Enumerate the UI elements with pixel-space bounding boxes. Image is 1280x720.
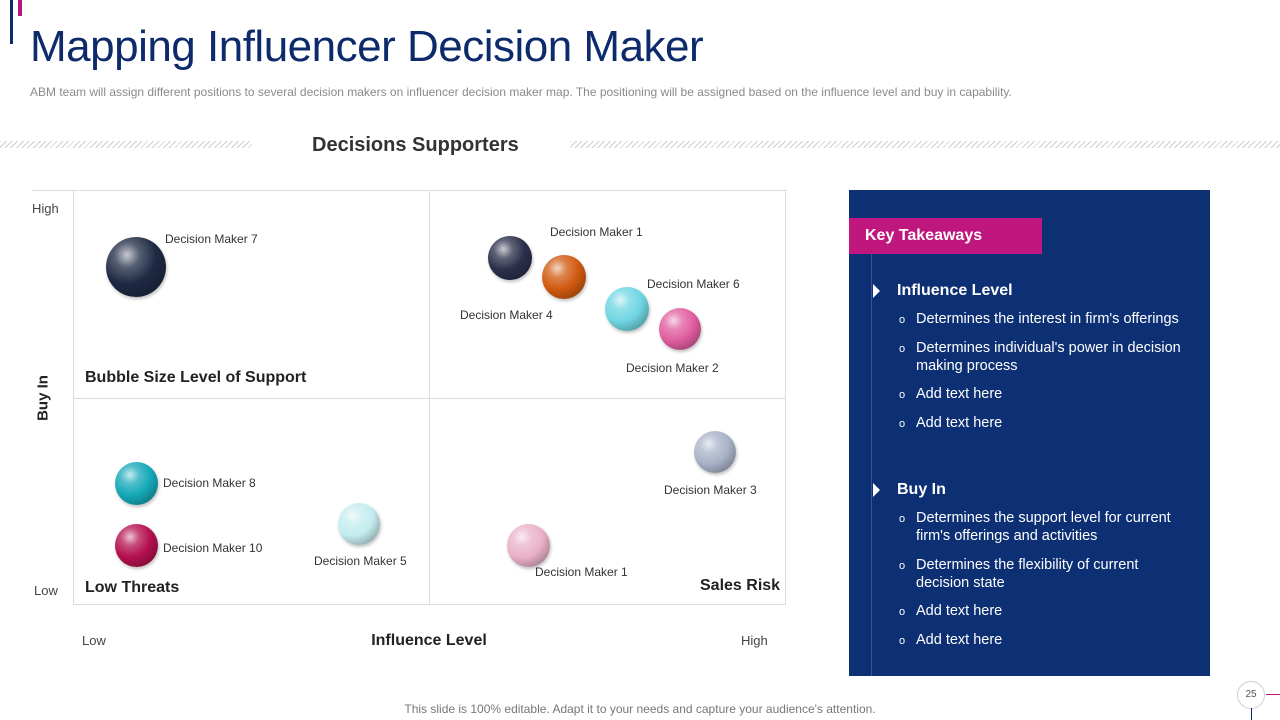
takeaway-bullet: o Add text here [899,602,1191,620]
takeaway-bullet: o Determines the interest in firm's offe… [899,310,1191,328]
circle-bullet-icon: o [899,513,906,525]
play-arrow-icon [873,284,880,298]
takeaway-bullet-text: Determines the interest in firm's offeri… [916,311,1179,327]
bubble-label: Decision Maker 7 [165,232,258,246]
circle-bullet-icon: o [899,314,906,326]
play-arrow-icon [873,483,880,497]
hatch-divider-left [0,141,252,148]
panel-divider [871,254,872,676]
circle-bullet-icon: o [899,560,906,572]
bubble [605,287,649,331]
bubble [507,524,550,567]
matrix-vertical-divider [429,190,430,605]
bubble-label: Decision Maker 1 [535,565,628,579]
page-title: Mapping Influencer Decision Maker [30,22,704,71]
page-subtitle: ABM team will assign different positions… [30,85,1012,99]
takeaway-bullet-text: Determines individual's power in decisio… [916,340,1181,374]
matrix-horizontal-divider [73,398,786,399]
circle-bullet-icon: o [899,389,906,401]
corner-accent-navy [1251,708,1252,720]
takeaway-bullet-text: Determines the support level for current… [916,510,1171,544]
accent-bar-pink [18,0,22,16]
circle-bullet-icon: o [899,418,906,430]
bubble-label: Decision Maker 6 [647,277,740,291]
takeaway-bullet-text: Add text here [916,386,1003,402]
bubble-label: Decision Maker 1 [550,225,643,239]
bubble [338,503,380,545]
takeaway-bullet: o Determines individual's power in decis… [899,339,1191,375]
quadrant-label-bottom-left: Low Threats [85,579,180,596]
takeaway-bullet-text: Add text here [916,415,1003,431]
takeaway-heading-influence: Influence Level [897,282,1013,299]
bubble-label: Decision Maker 3 [664,483,757,497]
y-axis-low: Low [34,583,58,598]
quadrant-label-top-left: Bubble Size Level of Support [85,369,307,386]
takeaway-bullet-text: Determines the flexibility of current de… [916,557,1139,591]
takeaway-bullet-text: Add text here [916,632,1003,648]
takeaway-bullet: o Determines the support level for curre… [899,509,1191,545]
page-number: 25 [1237,681,1265,709]
footer-note: This slide is 100% editable. Adapt it to… [404,702,876,716]
bubble-label: Decision Maker 4 [460,308,553,322]
bubble [488,236,532,280]
takeaway-bullet: o Determines the flexibility of current … [899,556,1191,592]
section-title: Decisions Supporters [312,134,519,156]
bubble-label: Decision Maker 8 [163,476,256,490]
takeaway-bullet: o Add text here [899,385,1191,403]
bubble [542,255,586,299]
bubble [115,462,158,505]
x-axis-low: Low [82,633,106,648]
bubble-label: Decision Maker 2 [626,361,719,375]
bubble [115,524,158,567]
corner-accent-pink [1266,694,1280,695]
hatch-divider-right [570,141,1280,148]
bubble [106,237,166,297]
bubble [659,308,701,350]
accent-bar-navy [10,0,13,44]
bubble-label: Decision Maker 5 [314,554,407,568]
bubble [694,431,736,473]
takeaways-header: Key Takeaways [849,218,1042,254]
x-axis-label: Influence Level [371,632,487,649]
takeaway-bullet: o Add text here [899,414,1191,432]
y-axis-high: High [32,201,59,216]
x-axis-high: High [741,633,768,648]
bubble-label: Decision Maker 10 [163,541,263,555]
circle-bullet-icon: o [899,606,906,618]
y-axis-label: Buy In [34,375,52,421]
circle-bullet-icon: o [899,635,906,647]
takeaway-heading-buy-in: Buy In [897,481,946,498]
takeaway-bullet: o Add text here [899,631,1191,649]
circle-bullet-icon: o [899,343,906,355]
quadrant-label-bottom-right: Sales Risk [700,577,781,594]
takeaways-panel [849,190,1210,676]
takeaway-bullet-text: Add text here [916,603,1003,619]
